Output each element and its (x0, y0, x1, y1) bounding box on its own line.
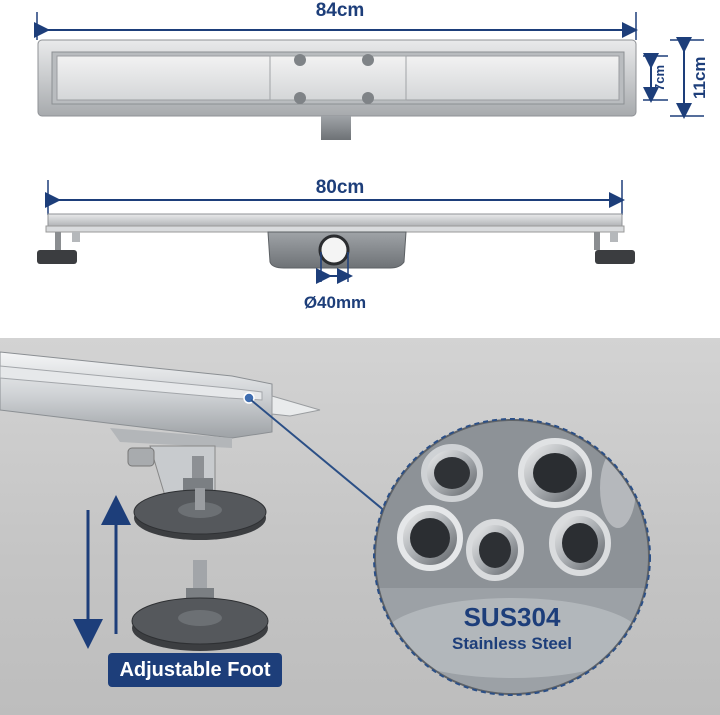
outer-width-dimension (670, 37, 704, 119)
foot-bracket (127, 445, 216, 497)
detail-illustration (0, 351, 651, 696)
inner-width-label: 7cm (652, 64, 667, 92)
drain-top-view (37, 39, 637, 140)
callout-line (250, 399, 399, 523)
product-diagram (34, 12, 704, 284)
drain-channel-corner (0, 351, 321, 448)
top-length-label: 84cm (315, 0, 365, 21)
top-length-dimension (34, 12, 638, 40)
material-zoom-lens (373, 418, 651, 696)
adjust-arrows (73, 495, 131, 649)
material-name: Stainless Steel (451, 634, 572, 653)
foot-disc-lower (131, 560, 269, 651)
outlet-diameter-dimension (316, 252, 353, 284)
side-length-dimension (45, 180, 625, 215)
outlet-diameter-label: Ø40mm (303, 293, 367, 312)
outer-width-label: 11cm (690, 56, 709, 100)
material-grade: SUS304 (463, 602, 561, 632)
feature-badge: Adjustable Foot (108, 653, 282, 687)
side-length-label: 80cm (315, 177, 365, 198)
foot-disc-upper (133, 488, 267, 540)
drain-side-view (37, 213, 635, 269)
inner-width-dimension (643, 53, 668, 103)
